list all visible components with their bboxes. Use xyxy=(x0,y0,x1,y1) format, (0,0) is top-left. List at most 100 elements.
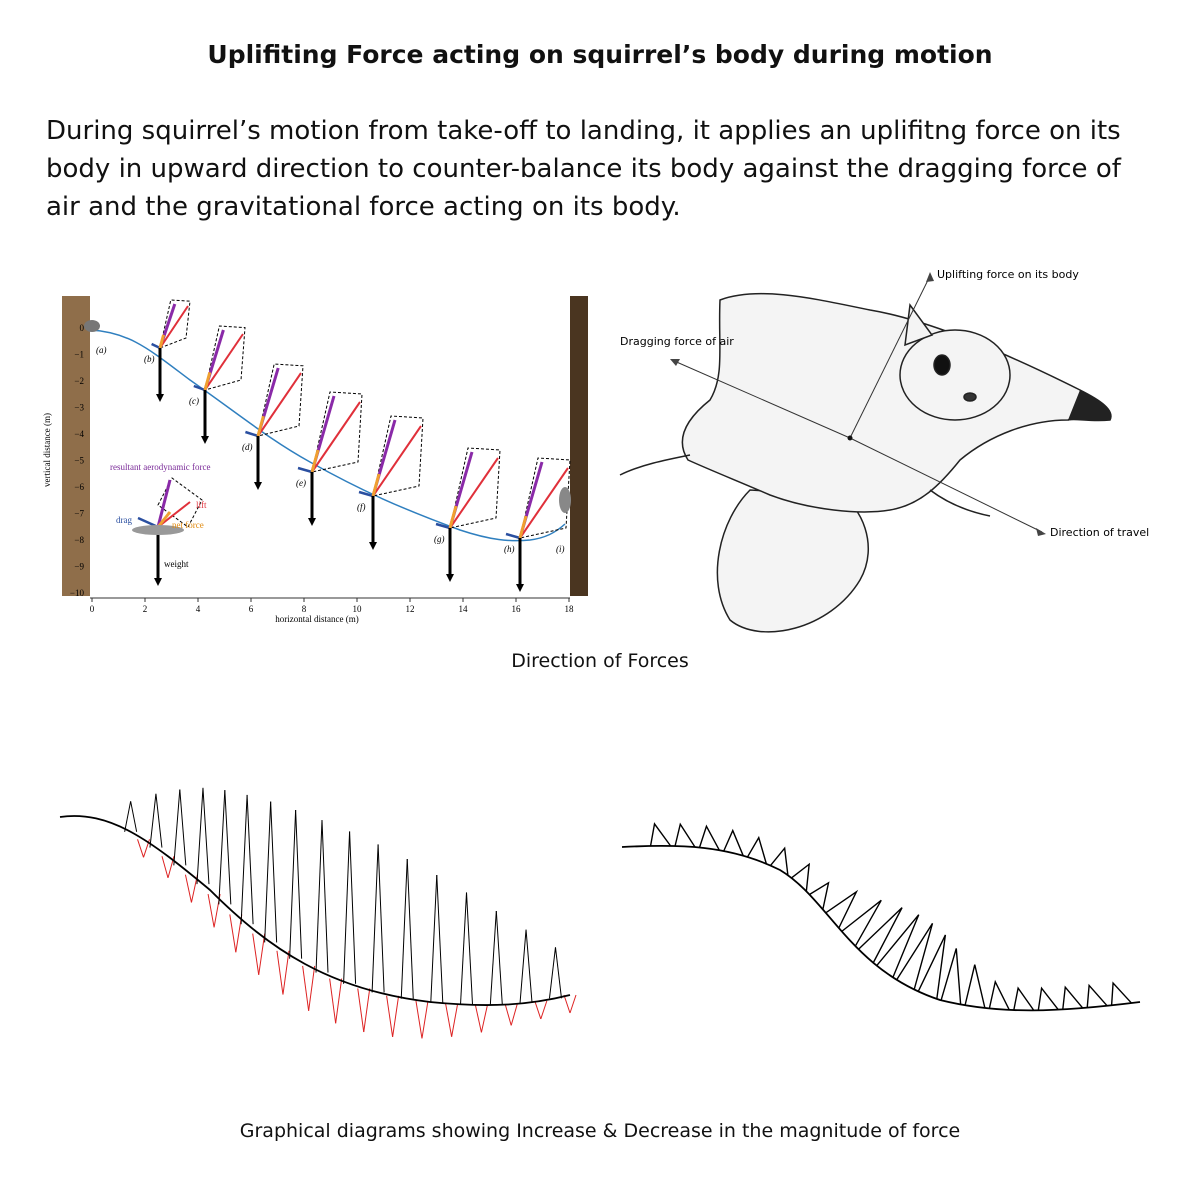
net-force-arrow xyxy=(448,505,458,529)
x-tick-label: 10 xyxy=(353,604,363,614)
x-axis-label: horizontal distance (m) xyxy=(275,614,358,624)
force-triangle xyxy=(809,881,830,910)
graphs-caption: Graphical diagrams showing Increase & De… xyxy=(239,1120,961,1142)
stage-diagram: (f) xyxy=(357,415,424,550)
y-tick-label: −9 xyxy=(74,562,84,572)
zigzag-segment-red xyxy=(510,1004,518,1026)
zigzag-segment-red xyxy=(252,933,260,975)
left-tree-trunk xyxy=(62,296,90,596)
drag-arrow xyxy=(505,532,521,540)
stage-label: (d) xyxy=(242,442,253,452)
zigzag-segment xyxy=(246,794,254,925)
force-triangle xyxy=(964,964,986,1009)
drag-arrow xyxy=(435,522,451,530)
y-tick-label: −7 xyxy=(74,509,84,519)
legend-diagram: resultant aerodynamic force lift drag ne… xyxy=(110,462,210,586)
y-tick-label: −1 xyxy=(74,350,84,360)
net-force-arrow xyxy=(518,515,528,539)
y-tick-label: −3 xyxy=(74,403,84,413)
tail xyxy=(716,489,869,633)
forces-caption: Direction of Forces xyxy=(511,650,689,672)
zigzag-segment xyxy=(155,793,163,848)
lift-arrow xyxy=(204,333,244,391)
trajectory-curve-right xyxy=(621,844,1141,1012)
zigzag-segment xyxy=(460,892,468,1005)
zigzag-segment xyxy=(466,892,474,1005)
zigzag-segment xyxy=(224,790,232,905)
zigzag-segment-red xyxy=(184,874,192,903)
zigzag-segment xyxy=(406,858,414,999)
force-triangle xyxy=(746,835,768,864)
zigzag-segment-red xyxy=(480,1004,488,1033)
drag-arrow xyxy=(297,466,313,474)
net-force-arrow xyxy=(310,449,320,473)
trajectory-curve-left xyxy=(59,815,571,1006)
zigzag-segment xyxy=(349,831,357,984)
stage-diagram: (g) xyxy=(434,447,501,582)
stage-diagram: (d) xyxy=(242,363,304,490)
lift-arrow xyxy=(449,457,499,529)
parallelogram xyxy=(449,447,501,529)
head xyxy=(899,329,1011,421)
zigzag-segment xyxy=(173,789,181,866)
parallelogram xyxy=(311,391,363,473)
zigzag-segment-red xyxy=(474,1004,482,1033)
lift-arrow xyxy=(311,401,361,473)
zigzag-segment xyxy=(430,874,438,1003)
zigzag-segment xyxy=(295,809,303,959)
zigzag-segment xyxy=(489,910,497,1005)
force-triangle xyxy=(1062,985,1084,1010)
zigzag-segment-red xyxy=(534,1000,542,1020)
zigzag-segment-red xyxy=(329,978,337,1024)
ear xyxy=(904,303,934,347)
stage-label: (g) xyxy=(434,534,445,544)
zigzag-segment-red xyxy=(137,839,144,858)
x-tick-label: 14 xyxy=(459,604,469,614)
y-tick-label: −5 xyxy=(74,456,84,466)
x-tick-label: 2 xyxy=(143,604,148,614)
zigzag-segment xyxy=(264,801,272,943)
y-tick-label: −10 xyxy=(70,588,85,598)
wingtip xyxy=(1067,389,1112,422)
weight-arrowhead xyxy=(446,574,454,582)
zigzag-segment-red xyxy=(161,856,169,879)
travel-label: Direction of travel xyxy=(1050,526,1149,539)
zigzag-segment-red xyxy=(258,933,266,975)
lift-arrow xyxy=(372,425,422,497)
zigzag-segment xyxy=(149,793,157,848)
force-triangle xyxy=(896,922,934,990)
eye xyxy=(933,354,951,376)
parallelogram xyxy=(519,457,571,539)
x-tick-label: 4 xyxy=(196,604,201,614)
net-force-arrow xyxy=(256,415,265,437)
y-tick-label: −4 xyxy=(74,429,84,439)
zigzag-segment xyxy=(179,789,187,866)
zigzag-segment xyxy=(218,790,226,905)
zigzag-segment-red xyxy=(207,893,215,928)
force-magnitude-zigzag xyxy=(124,787,577,1039)
stage-label: (b) xyxy=(144,354,155,364)
zigzag-segment-red xyxy=(302,965,310,1011)
squirrel-figure: Uplifting force on its body Dragging for… xyxy=(619,268,1149,633)
force-triangle xyxy=(841,899,882,947)
zigzag-segment-red xyxy=(282,950,290,995)
zigzag-segment xyxy=(519,929,527,1004)
stage-label: (c) xyxy=(189,396,199,406)
zigzag-segment-red xyxy=(357,988,365,1033)
parallelogram xyxy=(257,363,304,437)
force-triangle xyxy=(791,862,811,892)
zigzag-segment-red xyxy=(445,1003,453,1037)
y-tick-label: −2 xyxy=(74,376,84,386)
nose xyxy=(963,392,977,402)
parallelogram xyxy=(372,415,424,497)
zigzag-segment xyxy=(525,929,533,1004)
squirrel-start xyxy=(84,320,100,332)
zigzag-segment xyxy=(321,819,329,973)
zigzag-segment-red xyxy=(308,965,316,1011)
body-membrane xyxy=(681,292,1085,513)
zigzag-segment-red xyxy=(386,995,394,1038)
zigzag-segment-red xyxy=(540,1000,548,1020)
force-triangle xyxy=(698,824,720,851)
force-triangle xyxy=(1037,986,1059,1011)
